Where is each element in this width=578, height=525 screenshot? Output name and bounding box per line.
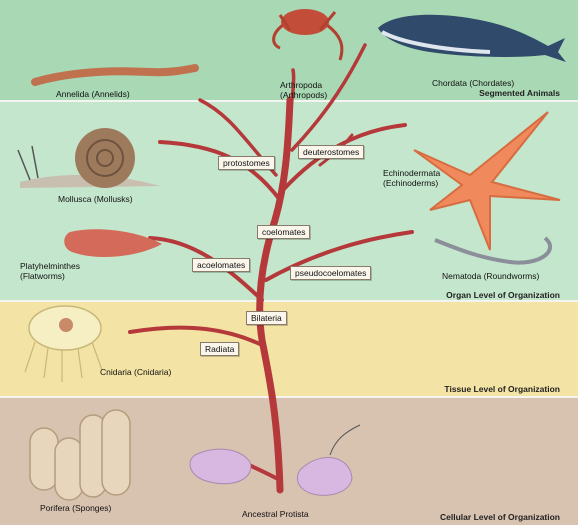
- level-organ-label: Organ Level of Organization: [446, 290, 560, 300]
- branch-radiata: [128, 325, 264, 347]
- platyhelminthes-caption-line2: (Flatworms): [20, 271, 65, 281]
- chordata-caption: Chordata (Chordates): [432, 78, 515, 88]
- level-tissue-label: Tissue Level of Organization: [444, 384, 560, 394]
- echinodermata-caption-line1: Echinodermata: [383, 168, 441, 178]
- branch-chordata: [290, 43, 367, 152]
- annelid-illustration: [31, 64, 199, 86]
- coelomates-box: coelomates: [257, 225, 311, 239]
- radiata-box: Radiata: [200, 342, 240, 356]
- protista-caption: Ancestral Protista: [242, 509, 309, 519]
- mollusca-caption: Mollusca (Mollusks): [58, 194, 133, 204]
- starfish-illustration: [413, 111, 561, 251]
- bilateria-box: Bilateria: [246, 311, 287, 325]
- arthropoda-caption-line1: Arthropoda: [280, 80, 323, 90]
- echinodermata-caption-line2: (Echinoderms): [383, 178, 439, 188]
- pseudocoelomates-box: pseudocoelomates: [290, 266, 372, 280]
- annelida-caption: Annelida (Annelids): [56, 89, 130, 99]
- platyhelminthes-caption: Platyhelminthes (Flatworms): [20, 261, 80, 281]
- whale-illustration: [378, 14, 566, 62]
- level-cellular-label: Cellular Level of Organization: [440, 512, 560, 522]
- branch-pseudocoelomates: [264, 230, 414, 282]
- acoelomates-box: acoelomates: [192, 258, 251, 272]
- jellyfish-illustration: [24, 305, 103, 382]
- protista-illustration: [189, 424, 361, 496]
- branch-deuterostomes: [281, 123, 407, 192]
- porifera-caption: Porifera (Sponges): [40, 503, 112, 513]
- cnidaria-caption: Cnidaria (Cnidaria): [100, 367, 172, 377]
- trunk: [256, 96, 294, 494]
- protostomes-box: protostomes: [218, 156, 275, 170]
- sponge-illustration: [29, 409, 131, 501]
- band-divider: [0, 396, 578, 398]
- snail-illustration: [17, 128, 160, 188]
- branch-arthropoda: [286, 68, 296, 132]
- roundworm-illustration: [434, 236, 553, 265]
- branch-protostomes: [158, 140, 282, 202]
- crab-illustration: [272, 9, 344, 61]
- deuterostomes-box: deuterostomes: [298, 145, 365, 159]
- arthropoda-caption: Arthropoda (Arthropods): [280, 80, 327, 100]
- echinodermata-caption: Echinodermata (Echinoderms): [383, 168, 440, 188]
- level-segmented-label: Segmented Animals: [479, 88, 560, 98]
- flatworm-illustration: [64, 229, 162, 258]
- platyhelminthes-caption-line1: Platyhelminthes: [20, 261, 81, 271]
- band-divider: [0, 300, 578, 302]
- nematoda-caption: Nematoda (Roundworms): [442, 271, 540, 281]
- arthropoda-caption-line2: (Arthropods): [280, 90, 328, 100]
